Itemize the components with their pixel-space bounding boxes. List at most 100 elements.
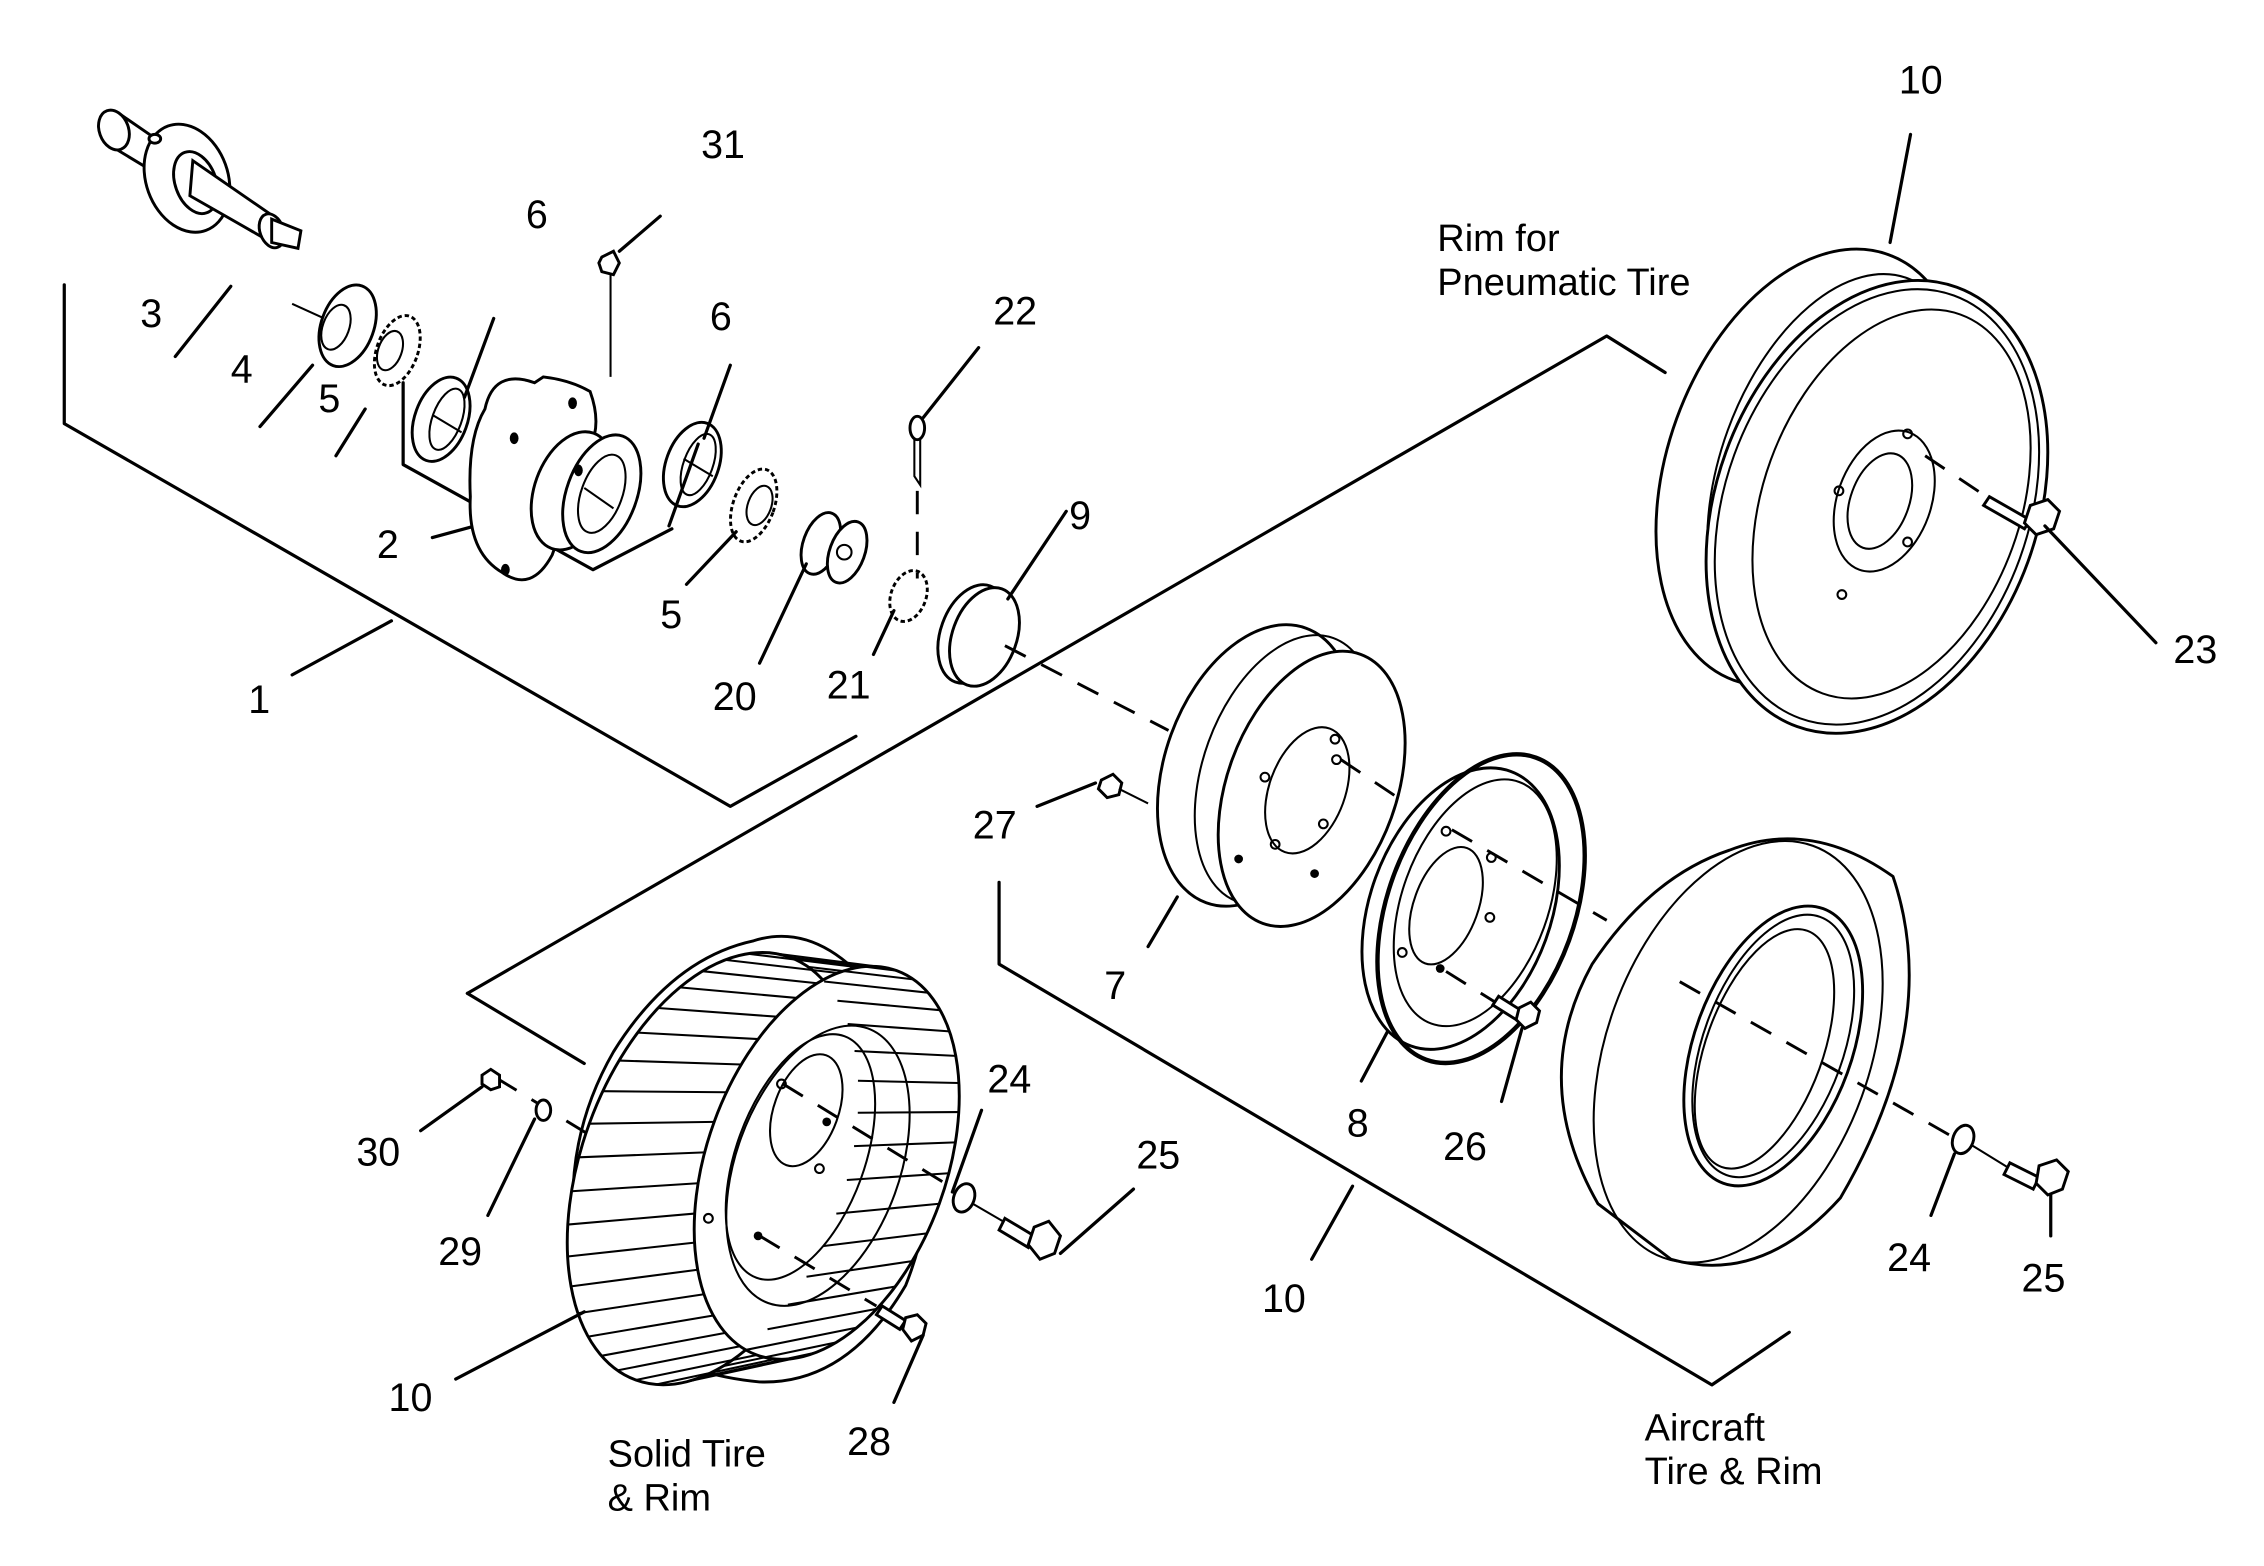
callout-10-solid: 10: [389, 1376, 433, 1420]
callout-1: 1: [248, 678, 270, 722]
callout-28: 28: [847, 1420, 891, 1464]
callout-6-outer: 6: [526, 193, 548, 237]
nut-30-part: [480, 1067, 502, 1092]
callout-3: 3: [140, 292, 162, 336]
aircraft-rim-half-inner: [1360, 752, 1608, 1066]
tread-segment: [658, 1007, 777, 1018]
bolt-28-part: [874, 1303, 928, 1343]
callout-2: 2: [377, 523, 399, 567]
caption-aircraft-line1: Aircraft: [1645, 1407, 1766, 1449]
tread-segment: [567, 1212, 695, 1226]
bearing-cone-outer: [372, 314, 422, 388]
callout-24-solid: 24: [987, 1058, 1031, 1102]
tread-segment: [577, 1293, 705, 1315]
tread-segment: [857, 1079, 959, 1085]
tread-segment: [589, 1120, 715, 1125]
hub-cap-part: [936, 583, 1021, 688]
bracket-assembly-1: [62, 283, 858, 808]
callout-4: 4: [231, 348, 253, 392]
callout-24-aircraft: 24: [1887, 1236, 1931, 1280]
caption-pneumatic-line1: Rim for: [1437, 218, 1560, 260]
tread-segment: [587, 1314, 714, 1338]
tread-segment: [747, 952, 859, 969]
castle-nut-part: [888, 569, 929, 623]
callout-25-aircraft: 25: [2022, 1256, 2066, 1300]
tread-segment: [571, 1182, 699, 1193]
nut-part: [1096, 772, 1149, 805]
callout-22: 22: [993, 289, 1037, 333]
solid-tire-part: [495, 934, 965, 1387]
pneumatic-rim-part: [1654, 247, 2062, 735]
bolt-25-solid-part: [972, 1202, 1063, 1261]
aircraft-tire-part: [1559, 837, 2070, 1267]
bracket-pneumatic-rim: [465, 334, 1667, 1066]
callout-8: 8: [1347, 1102, 1369, 1146]
tread-segment: [789, 956, 897, 972]
tread-segment: [722, 1341, 837, 1368]
cotter-pin-part: [908, 414, 927, 579]
tread-segment: [807, 965, 914, 981]
callout-5-inner: 5: [660, 593, 682, 637]
tread-segment: [854, 1141, 956, 1148]
tread-segment: [702, 970, 818, 985]
hub-part: [468, 375, 643, 582]
tread-segment: [567, 1241, 695, 1258]
caption-pneumatic-line2: Pneumatic Tire: [1437, 262, 1690, 304]
tread-segment: [637, 1031, 759, 1041]
washer-29-part: [534, 1098, 553, 1122]
tread-segment: [857, 1111, 959, 1114]
callout-27: 27: [973, 804, 1017, 848]
callout-7: 7: [1104, 964, 1126, 1008]
caption-pneumatic-rim: Rim for Pneumatic Tire: [1437, 218, 1690, 304]
tread-segment: [787, 1285, 896, 1306]
callout-23: 23: [2173, 628, 2217, 672]
washer-part: [799, 511, 869, 585]
callout-25-solid: 25: [1136, 1134, 1180, 1178]
tread-segment: [617, 1345, 741, 1372]
tread-segment: [635, 1353, 757, 1382]
spindle-part: [97, 108, 303, 251]
callout-26: 26: [1443, 1125, 1487, 1169]
washer-24-solid-part: [951, 1182, 977, 1214]
callout-21: 21: [827, 663, 871, 707]
caption-solid-line1: Solid Tire: [608, 1434, 766, 1476]
solid-tire-tread: [567, 951, 959, 1386]
caption-solid-line2: & Rim: [608, 1477, 711, 1519]
tread-segment: [700, 1351, 816, 1379]
tread-segment: [822, 1232, 928, 1248]
tread-segment: [769, 951, 879, 968]
tread-segment: [679, 986, 797, 999]
tread-segment: [619, 1059, 742, 1066]
tread-segment: [601, 1331, 726, 1357]
bracket-aircraft-tire: [997, 880, 1791, 1387]
seal-part: [317, 283, 378, 369]
tread-segment: [836, 1202, 940, 1215]
tread-segment: [745, 1326, 858, 1351]
callout-31: 31: [701, 123, 745, 167]
callout-20: 20: [713, 675, 757, 719]
callout-5-outer: 5: [318, 377, 340, 421]
callout-10-aircraft: 10: [1262, 1277, 1306, 1321]
tread-segment: [806, 1260, 913, 1278]
tread-segment: [570, 1268, 698, 1288]
tread-segment: [854, 1049, 956, 1057]
caption-solid-tire: Solid Tire & Rim: [608, 1434, 766, 1520]
tread-segment: [837, 999, 941, 1012]
tread-segment: [767, 1307, 877, 1331]
tread-segment: [578, 1151, 705, 1159]
bearing-cone-inner: [729, 467, 779, 544]
callout-10-pneumatic: 10: [1899, 58, 1943, 102]
tread-segment: [847, 1023, 950, 1033]
callout-9: 9: [1069, 494, 1091, 538]
caption-aircraft-tire: Aircraft Tire & Rim: [1645, 1407, 1823, 1493]
tread-segment: [824, 980, 929, 994]
tread-segment: [677, 1357, 796, 1385]
tread-segment: [725, 958, 839, 974]
aircraft-rim-half-outer: [1156, 623, 1407, 928]
tread-segment: [655, 1358, 776, 1386]
bearing-cup-outer: [410, 375, 472, 463]
callout-30: 30: [356, 1131, 400, 1175]
callout-29: 29: [438, 1230, 482, 1274]
caption-aircraft-line2: Tire & Rim: [1645, 1451, 1823, 1493]
